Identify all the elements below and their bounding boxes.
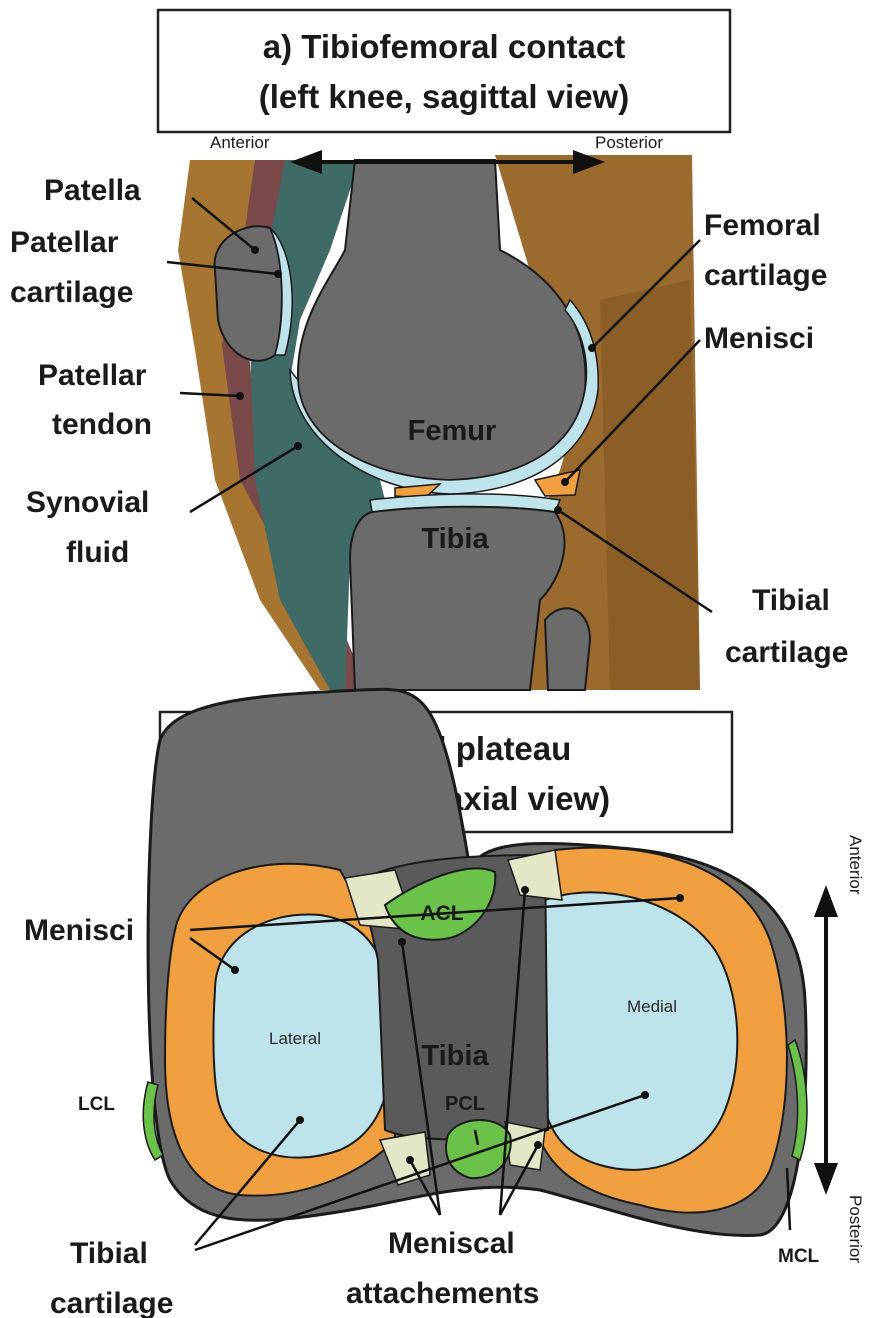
meniscal-attachments-label-1: Meniscal [388, 1227, 515, 1260]
femoral-cartilage-label-1: Femoral [704, 209, 821, 242]
pcl-label: PCL [445, 1093, 485, 1115]
posterior-muscle-shading [600, 280, 700, 690]
panel-a-title-line2: (left knee, sagittal view) [259, 78, 629, 115]
tibia-label-a: Tibia [421, 523, 489, 555]
panel-a: a) Tibiofemoral contact (left knee, sagi… [10, 10, 848, 690]
patellar-cartilage-label-1: Patellar [10, 226, 119, 259]
femoral-cartilage-label-2: cartilage [704, 259, 827, 292]
synovial-fluid-label-1: Synovial [26, 486, 149, 519]
lateral-label: Lateral [269, 1029, 321, 1048]
patellar-tendon-label-1: Patellar [38, 359, 147, 392]
anterior-label-b: Anterior [846, 835, 865, 895]
tibial-cartilage-label-b-1: Tibial [70, 1237, 148, 1270]
ap-direction-arrow-b: Anterior Posterior [814, 835, 865, 1263]
panel-a-title-line1: a) Tibiofemoral contact [263, 28, 625, 65]
tibial-cartilage-label-a-2: cartilage [725, 636, 848, 669]
fibula-bone [545, 608, 590, 690]
mcl-label: MCL [778, 1246, 820, 1267]
menisci-label-a: Menisci [704, 322, 814, 355]
patella-bone [215, 226, 282, 361]
medial-label: Medial [627, 997, 677, 1016]
tibial-cartilage-label-a-1: Tibial [752, 584, 830, 617]
panel-b: b) Tibial plateau (left knee, axial view… [24, 689, 865, 1318]
patella-label: Patella [44, 174, 141, 207]
synovial-fluid-label-2: fluid [66, 536, 129, 569]
femur-label: Femur [408, 415, 497, 447]
acl-label: ACL [420, 902, 463, 925]
menisci-label-b: Menisci [24, 914, 134, 947]
patellar-cartilage-label-2: cartilage [10, 276, 133, 309]
lcl-label: LCL [78, 1094, 115, 1115]
posterior-label-b: Posterior [846, 1195, 865, 1263]
tibial-cartilage-label-b-2: cartilage [50, 1287, 173, 1318]
anterior-label-a: Anterior [210, 133, 270, 152]
patellar-tendon-label-2: tendon [52, 408, 152, 441]
meniscal-attachments-label-2: attachements [346, 1277, 539, 1310]
tibia-label-b: Tibia [421, 1040, 489, 1072]
posterior-label-a: Posterior [595, 133, 663, 152]
